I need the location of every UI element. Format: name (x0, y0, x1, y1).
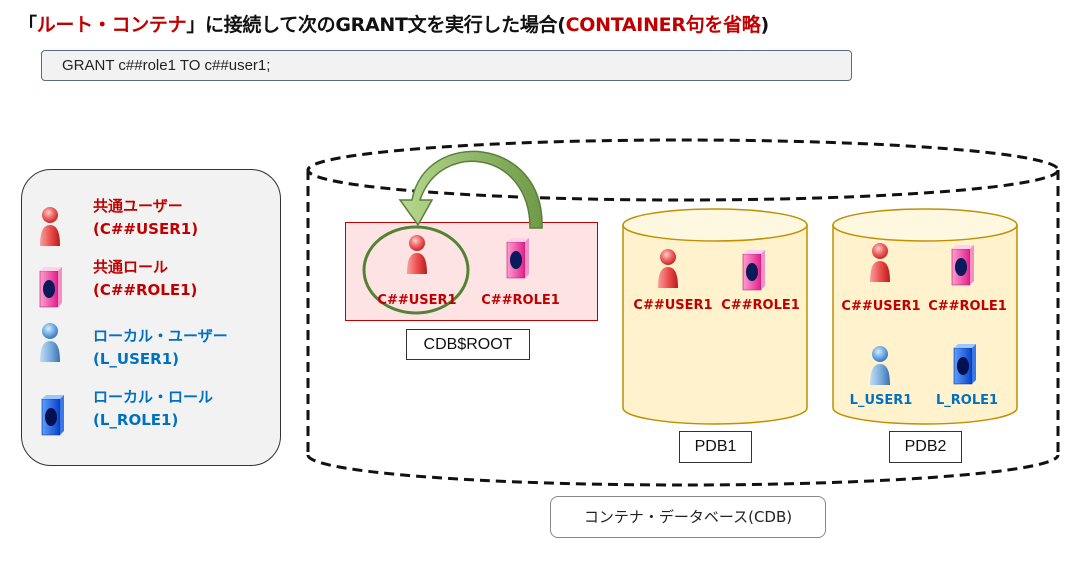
sql-statement-box (41, 50, 852, 81)
legend-local-role-label: ローカル・ロール (L_ROLE1) (93, 386, 213, 432)
legend-panel (21, 169, 281, 466)
title-container-clause: CONTAINER句を省略 (565, 14, 761, 36)
legend-label-line1: 共通ロール (93, 258, 169, 276)
pdb2-local-role-icon (953, 343, 977, 385)
cdb-cylinder (306, 138, 1060, 487)
root-common-role-icon (506, 237, 530, 279)
pdb2-common-user-label: C##USER1 (841, 299, 921, 314)
legend-label-line2: (L_ROLE1) (93, 411, 179, 429)
legend-common-user-label: 共通ユーザー (C##USER1) (93, 195, 198, 241)
pdb1-common-user-icon (658, 249, 678, 288)
legend-label-line1: ローカル・ユーザー (93, 327, 228, 345)
pdb1-common-role-icon (742, 249, 766, 291)
grant-arrow (398, 150, 543, 229)
pdb1-common-user-label: C##USER1 (633, 298, 713, 313)
pdb1-name: PDB1 (679, 431, 752, 463)
legend-label-line1: ローカル・ロール (93, 388, 214, 406)
root-user-label: C##USER1 (377, 293, 457, 308)
page-title: 「ルート・コンテナ」に接続して次のGRANT文を実行した場合(CONTAINER… (18, 10, 769, 37)
pdb2-local-role-label: L_ROLE1 (935, 393, 999, 408)
sql-statement-text: GRANT c##role1 TO c##user1; (62, 57, 271, 74)
pdb2-common-role-icon (951, 244, 975, 286)
legend-label-line2: (L_USER1) (93, 350, 179, 368)
legend-local-user-label: ローカル・ユーザー (L_USER1) (93, 325, 228, 371)
title-middle: 」に接続して次のGRANT文を実行した場合( (186, 14, 566, 36)
root-role-label: C##ROLE1 (481, 293, 560, 308)
title-root-container: ルート・コンテナ (36, 14, 187, 36)
legend-label-line2: (C##ROLE1) (93, 281, 198, 299)
legend-label-line1: 共通ユーザー (93, 197, 183, 215)
legend-common-role-label: 共通ロール (C##ROLE1) (93, 256, 197, 302)
legend-label-line2: (C##USER1) (93, 220, 199, 238)
pdb1-common-role-label: C##ROLE1 (721, 298, 800, 313)
cdb-label: コンテナ・データベース(CDB) (550, 496, 826, 538)
pdb2-local-user-icon (870, 346, 890, 385)
pdb2-name: PDB2 (889, 431, 962, 463)
root-common-user-icon (407, 235, 427, 274)
pdb2-local-user-label: L_USER1 (849, 393, 913, 408)
title-paren-close: ) (760, 14, 770, 36)
granted-user-highlight (362, 225, 470, 315)
cdb-root-name: CDB$ROOT (406, 329, 530, 360)
pdb2-common-user-icon (870, 243, 890, 282)
title-bracket-open: 「 (18, 14, 37, 36)
pdb2-common-role-label: C##ROLE1 (928, 299, 1007, 314)
